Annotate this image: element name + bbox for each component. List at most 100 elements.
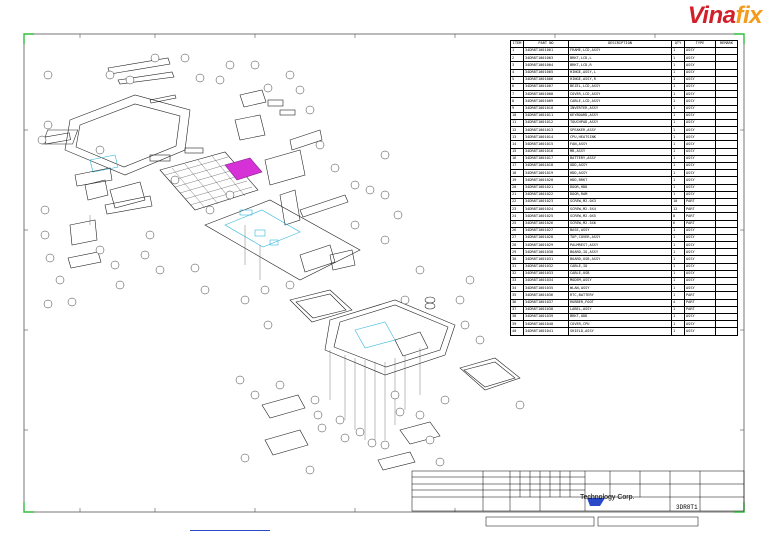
table-cell: 1 <box>671 305 685 314</box>
table-cell: 34DR8T1001020 <box>523 176 569 185</box>
table-cell: 34DR8T1001027 <box>523 226 569 235</box>
bom-col-description: DESCRIPTION <box>568 40 672 48</box>
table-cell <box>715 104 738 113</box>
table-cell: 1 <box>671 68 685 77</box>
table-cell: 28 <box>510 241 524 250</box>
table-cell: 34DR8T1001015 <box>523 140 569 149</box>
table-cell: 34DR8T1001038 <box>523 305 569 314</box>
table-cell: INVERTER,ASSY <box>568 104 672 113</box>
table-cell: RUBBER,FOOT <box>568 298 672 307</box>
table-cell: 34DR8T1001029 <box>523 241 569 250</box>
table-cell: 34DR8T1001035 <box>523 284 569 293</box>
table-cell <box>715 298 738 307</box>
table-cell: 39 <box>510 320 524 329</box>
table-cell: ASSY <box>684 154 716 164</box>
table-cell: 34DR8T1001009 <box>523 97 569 106</box>
table-cell: ASSY <box>684 133 716 142</box>
table-cell: SCREW,M2.0X3 <box>568 197 672 207</box>
table-cell: CABLE,USB <box>568 269 672 279</box>
table-cell: 34DR8T1001031 <box>523 255 569 264</box>
table-cell: ASSY <box>684 61 716 70</box>
table-cell: 34DR8T1001010 <box>523 104 569 113</box>
table-cell <box>715 111 738 120</box>
table-cell: 22 <box>510 197 524 207</box>
table-cell: 34DR8T1001021 <box>523 183 569 192</box>
table-cell <box>715 90 738 99</box>
table-cell <box>715 169 738 178</box>
bom-col-partno: PART NO <box>523 40 569 48</box>
table-cell: DOOR,RAM <box>568 190 672 199</box>
callout-bubbles <box>37 53 525 475</box>
underlined-link[interactable] <box>190 530 270 531</box>
table-cell: FAN,ASSY <box>568 140 672 149</box>
bom-col-item: ITEM <box>510 40 524 48</box>
table-cell: ASSY <box>684 90 716 99</box>
table-cell <box>715 126 738 135</box>
table-cell: 1 <box>671 140 685 149</box>
table-cell: 3 <box>510 61 524 70</box>
table-cell <box>715 312 738 322</box>
table-cell: 33 <box>510 276 524 286</box>
table-cell: 38 <box>510 312 524 322</box>
table-cell <box>715 233 738 243</box>
table-cell: 12 <box>510 126 524 135</box>
table-cell: 1 <box>671 169 685 178</box>
table-cell: HDD,BRKT <box>568 176 672 185</box>
table-cell: ASSY <box>684 54 716 63</box>
table-cell: 1 <box>671 46 685 56</box>
table-cell: PART <box>684 197 716 207</box>
table-cell: 36 <box>510 298 524 307</box>
table-cell: 6 <box>510 82 524 92</box>
table-cell: 17 <box>510 161 524 171</box>
table-cell: 34DR8T1001037 <box>523 298 569 307</box>
table-cell: 32 <box>510 269 524 279</box>
table-cell: 35 <box>510 291 524 300</box>
table-cell: 11 <box>510 118 524 128</box>
table-cell: 34DR8T1001030 <box>523 248 569 257</box>
table-cell: PALMREST,ASSY <box>568 241 672 250</box>
table-cell: ASSY <box>684 248 716 257</box>
table-cell <box>715 327 738 336</box>
table-cell: 30 <box>510 255 524 264</box>
title-block-doc-number: 3DR8T1 <box>676 504 698 511</box>
table-cell <box>715 46 738 56</box>
table-cell: CABLE,LCD,ASSY <box>568 97 672 106</box>
table-cell <box>715 190 738 199</box>
table-cell: 1 <box>671 104 685 113</box>
table-cell: 34DR8T1001006 <box>523 75 569 84</box>
table-cell: 1 <box>671 284 685 293</box>
table-cell: 34DR8T1001041 <box>523 327 569 336</box>
table-cell: 34DR8T1001033 <box>523 269 569 279</box>
table-cell: 10 <box>510 111 524 120</box>
table-cell: 8 <box>671 212 685 221</box>
table-cell: 34DR8T1001039 <box>523 312 569 322</box>
table-cell: ODD,ASSY <box>568 161 672 171</box>
table-cell: 34DR8T1001023 <box>523 197 569 207</box>
table-cell: BEZEL,LCD,ASSY <box>568 82 672 92</box>
table-cell: CPU,HEATSINK <box>568 133 672 142</box>
table-cell <box>715 154 738 164</box>
table-cell: HINGE,ASSY,L <box>568 68 672 77</box>
table-cell: 1 <box>671 190 685 199</box>
bom-header-row: ITEM PART NO DESCRIPTION QTY TYPE REMARK <box>510 40 738 48</box>
table-cell <box>715 75 738 84</box>
table-cell: 15 <box>510 147 524 156</box>
table-cell: WLAN,ASSY <box>568 284 672 293</box>
table-cell: 1 <box>671 126 685 135</box>
table-cell: BOARD,USB,ASSY <box>568 255 672 264</box>
